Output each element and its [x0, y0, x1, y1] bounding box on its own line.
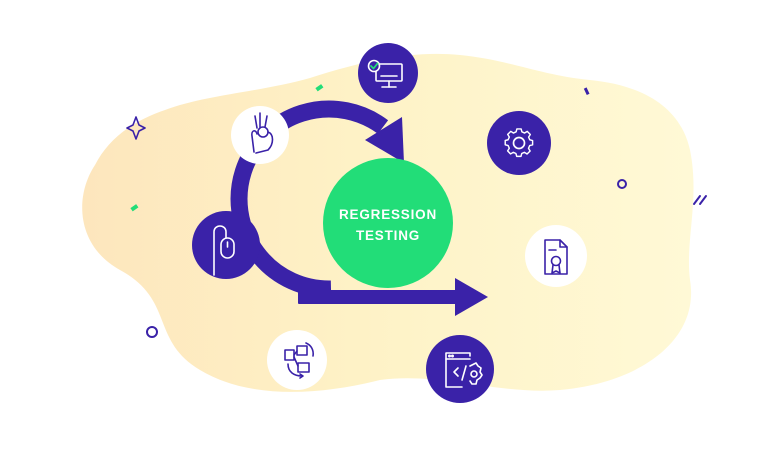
- ok-hand-node: [231, 106, 289, 164]
- flowchart-node: [267, 330, 327, 390]
- confetti-decoration: [583, 87, 590, 96]
- confetti-decoration: [315, 84, 324, 92]
- center-title-line1: REGRESSION: [339, 207, 437, 222]
- sparkle-icon: [126, 116, 146, 140]
- code-settings-node: [426, 335, 494, 403]
- certificate-document-icon: [544, 239, 568, 275]
- gear-node: [487, 111, 551, 175]
- mouse-node: [192, 211, 260, 279]
- flowchart-cycle-icon: [284, 342, 314, 379]
- gear-icon: [504, 128, 534, 158]
- ring-decoration: [146, 326, 158, 338]
- dash-decoration: [699, 195, 707, 205]
- certificate-node: [525, 225, 587, 287]
- dash-decoration: [693, 195, 701, 205]
- monitor-check-icon: [367, 59, 403, 88]
- center-title-line2: TESTING: [356, 228, 420, 243]
- center-circle: [323, 158, 453, 288]
- ok-hand-gesture-icon: [251, 112, 274, 154]
- code-settings-icon: [445, 352, 483, 388]
- cycle-arrow: [230, 100, 488, 316]
- confetti-decoration: [130, 204, 139, 212]
- monitor-node: [358, 43, 418, 103]
- mouse-icon: [213, 225, 235, 276]
- ring-decoration: [617, 179, 627, 189]
